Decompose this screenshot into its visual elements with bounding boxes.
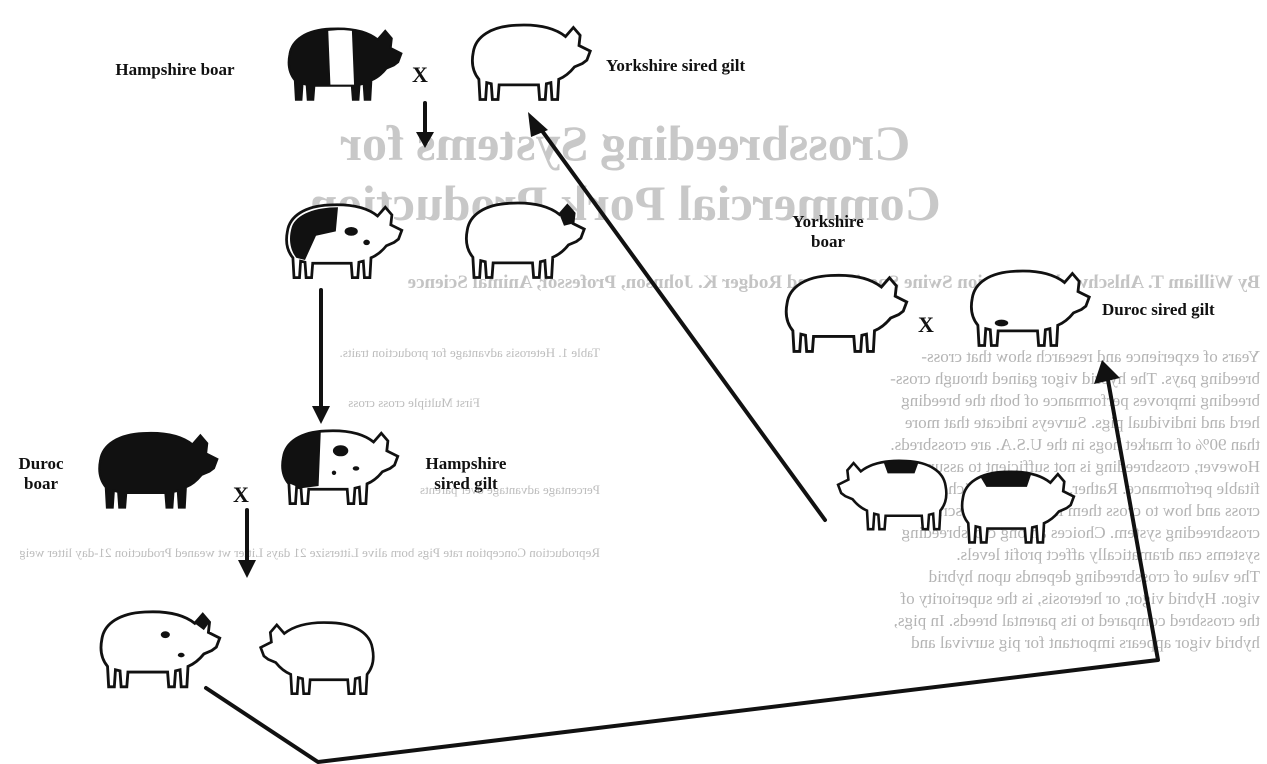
f1-gilt-spotted-pig-icon <box>272 194 404 282</box>
label-duroc-boar: Duroc boar <box>0 454 82 495</box>
cross-symbol-top: X <box>412 62 428 88</box>
duroc-sired-gilt-pig-icon <box>955 260 1093 350</box>
yorkshire-boar-pig-icon <box>770 264 910 356</box>
arrowhead-1 <box>416 132 434 148</box>
label-duroc-sired-gilt: Duroc sired gilt <box>1102 300 1262 320</box>
cross-symbol-left: X <box>233 482 249 508</box>
rotation-pig-spotted-right-icon <box>948 460 1076 548</box>
label-hampshire-sired-gilt: Hampshire sired gilt <box>410 454 522 495</box>
cross-symbol-right: X <box>918 312 934 338</box>
f1-gilt-white-pig-icon <box>450 192 588 282</box>
label-hampshire-boar: Hampshire boar <box>90 60 260 80</box>
label-yorkshire-boar: Yorkshire boar <box>778 212 878 253</box>
offspring-pig-spotted-icon <box>86 600 222 692</box>
hampshire-boar-pig-icon <box>268 18 410 104</box>
offspring-pig-white-icon <box>258 612 388 698</box>
duroc-boar-pig-icon <box>82 422 222 512</box>
rotation-pig-spotted-left-icon <box>836 448 960 536</box>
arrowhead-3 <box>238 560 256 578</box>
arrowhead-4 <box>1094 360 1120 384</box>
hampshire-sired-gilt-pig-icon <box>268 418 400 510</box>
yorkshire-sired-gilt-pig-icon <box>455 14 595 104</box>
label-yorkshire-sired-gilt: Yorkshire sired gilt <box>606 56 806 76</box>
